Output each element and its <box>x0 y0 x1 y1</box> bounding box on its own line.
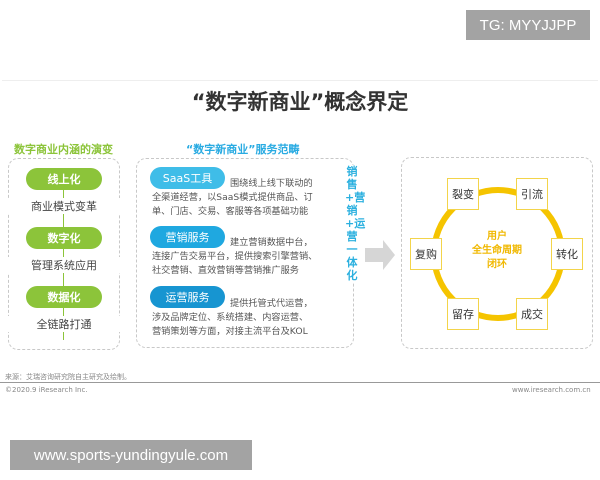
left-heading: 数字商业内涵的演变 <box>14 143 113 156</box>
cycle-node: 复购 <box>410 238 442 270</box>
cycle-node: 裂变 <box>447 178 479 210</box>
footer-url: www.iresearch.com.cn <box>512 386 591 394</box>
service-desc: 建立营销数据中台， <box>230 237 313 248</box>
left-panel <box>8 158 120 350</box>
service-desc: 全渠道经营，以SaaS模式提供商品、订 <box>152 192 313 203</box>
footer-divider <box>0 382 600 383</box>
stage-desc: 全链路打通 <box>8 316 120 332</box>
source-note: 来源：艾瑞咨询研究院自主研究及绘制。 <box>5 373 131 381</box>
center-line: 闭环 <box>487 259 507 270</box>
service-desc: 单、门店、交易、客服等各项基础功能 <box>152 206 309 217</box>
vertical-label: 销售+营销+运营一体化 <box>345 165 366 282</box>
service-desc: 涉及品牌定位、系统搭建、内容运营、 <box>152 312 309 323</box>
service-desc: 提供托管式代运营， <box>230 298 313 309</box>
copyright: ©2020.9 iResearch Inc. <box>5 386 88 394</box>
watermark-bottom: www.sports-yundingyule.com <box>10 440 252 470</box>
stage-pill: 数字化 <box>26 227 102 249</box>
cycle-node: 成交 <box>516 298 548 330</box>
stage-pill: 数据化 <box>26 286 102 308</box>
cycle-node: 转化 <box>551 238 583 270</box>
page-title: “数字新商业”概念界定 <box>191 90 409 114</box>
middle-heading: “数字新商业”服务范畴 <box>186 143 300 156</box>
slide-top-border <box>2 80 598 81</box>
cycle-node: 留存 <box>447 298 479 330</box>
service-desc: 连接广告交易平台，提供搜索引擎营销、 <box>152 251 318 262</box>
arrow-right-icon <box>365 240 395 270</box>
service-desc: 营销策划等方面，对接主流平台及KOL <box>152 326 308 337</box>
service-desc: 社交营销、直效营销等营销推广服务 <box>152 265 299 276</box>
center-line: 全生命周期 <box>472 245 522 256</box>
stage-desc: 管理系统应用 <box>8 257 120 273</box>
lifecycle-panel <box>401 157 593 349</box>
service-desc: 围绕线上线下联动的 <box>230 178 313 189</box>
cycle-center-label: 用户 全生命周期 闭环 <box>455 230 539 272</box>
stage-desc: 商业模式变革 <box>8 198 120 214</box>
service-pill-marketing: 营销服务 <box>150 226 225 248</box>
watermark-top: TG: MYYJJPP <box>466 10 590 40</box>
cycle-node: 引流 <box>516 178 548 210</box>
center-line: 用户 <box>487 231 507 242</box>
service-pill-operations: 运营服务 <box>150 286 225 308</box>
service-pill-saas: SaaS工具 <box>150 167 225 189</box>
stage-pill: 线上化 <box>26 168 102 190</box>
